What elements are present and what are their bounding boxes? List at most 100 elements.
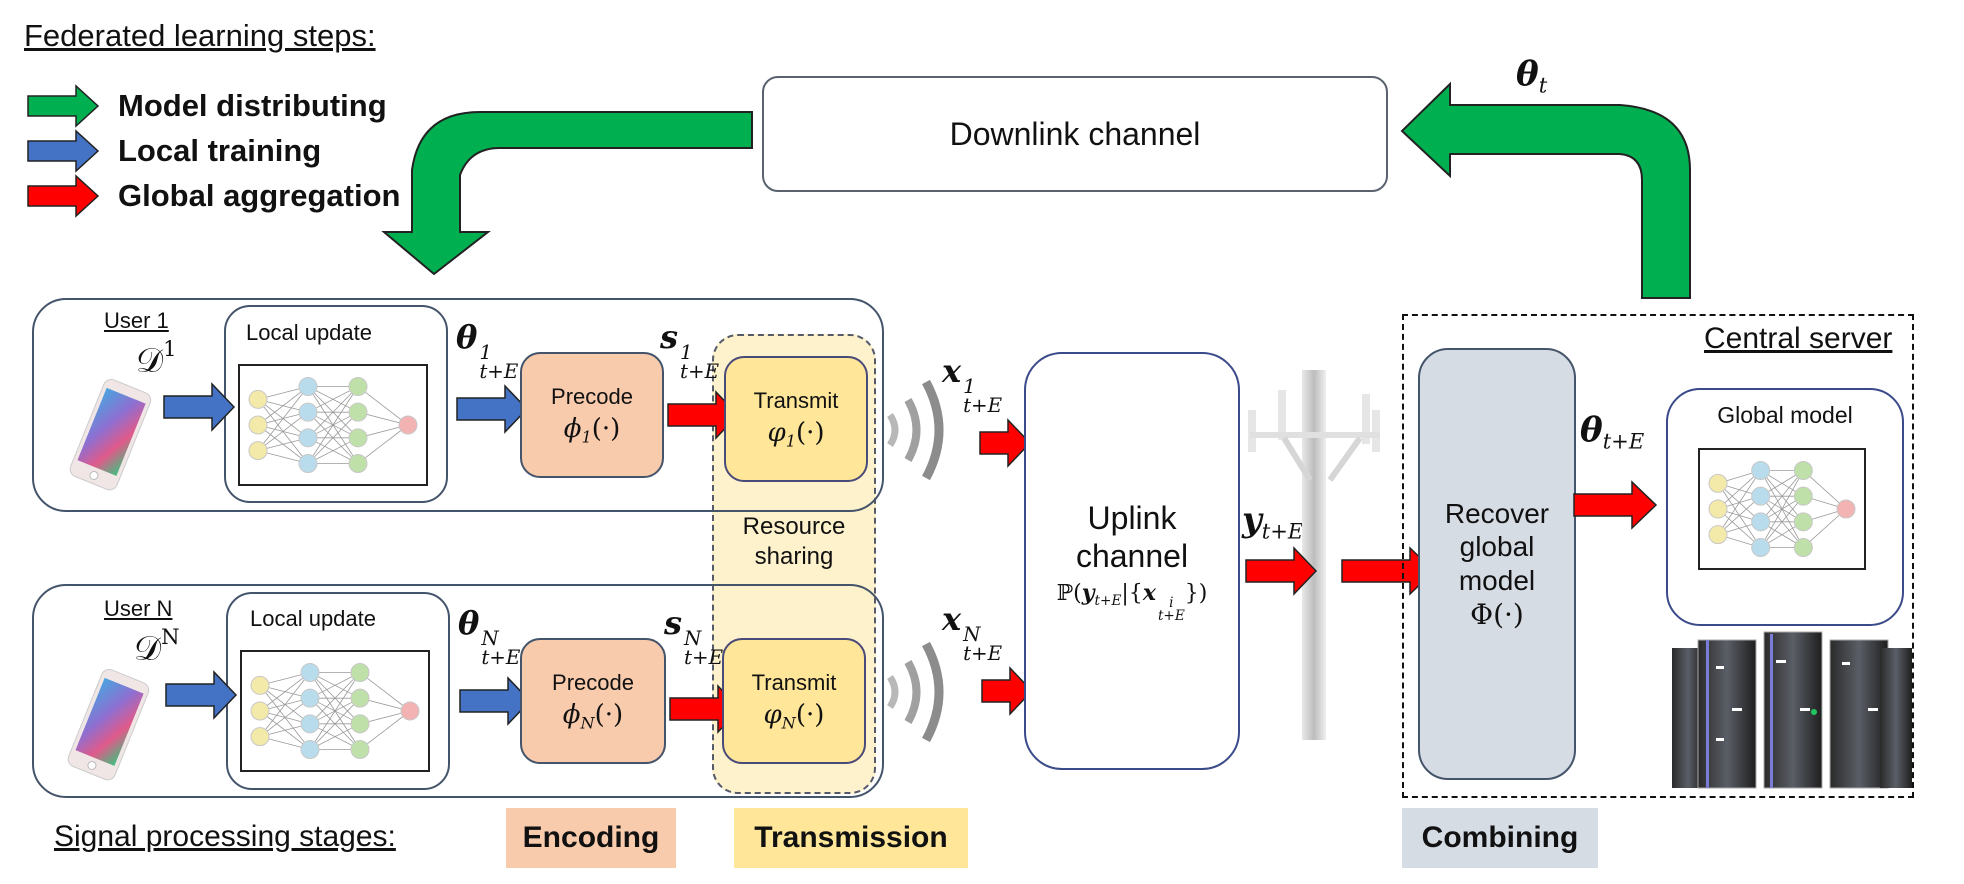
nn-node <box>1751 461 1771 481</box>
nn-edge <box>359 710 411 750</box>
precode-function: ϕ1(·) <box>563 413 621 447</box>
nn-edge <box>307 411 359 464</box>
resource-sharing-label: Resource sharing <box>742 513 846 570</box>
nn-node <box>250 701 270 721</box>
nn-node <box>1708 499 1728 519</box>
server-racks-icon <box>1672 631 1912 789</box>
nn-edge <box>357 424 409 464</box>
nn-node <box>348 453 368 473</box>
user-n-transmit-box: Transmit φN(·) <box>722 638 866 764</box>
nn-node <box>1793 461 1813 481</box>
red-arrow-to-global-model <box>1573 480 1658 530</box>
nn-node <box>1836 499 1856 519</box>
user-n-precode-box: Precode ϕN(·) <box>520 638 666 764</box>
transmit-function: φN(·) <box>763 699 825 733</box>
stages-title: Signal processing stages: <box>54 820 396 853</box>
cell-tower-icon <box>1248 370 1380 740</box>
server-theta-label: θt+E <box>1580 410 1645 454</box>
nn-node <box>300 663 320 683</box>
nn-edge <box>259 697 311 737</box>
user-1-container <box>32 298 884 512</box>
nn-node <box>248 389 268 409</box>
nn-node <box>248 415 268 435</box>
user-1-local-update-label: Local update <box>246 320 372 345</box>
nn-edge <box>309 672 361 725</box>
user-1-neural-network <box>238 364 428 486</box>
uplink-channel-label: Uplink <box>1087 499 1177 536</box>
legend-item-local-training: Local training <box>26 129 321 173</box>
wireless-signal-icon <box>886 379 944 481</box>
central-server-region <box>1402 314 1914 798</box>
nn-node <box>298 453 318 473</box>
blue-arrow-phone-to-local-update-1 <box>163 382 236 432</box>
nn-edge <box>307 386 359 464</box>
transmit-label: Transmit <box>753 387 839 413</box>
smartphone-icon <box>67 669 150 781</box>
precode-label: Precode <box>552 669 634 695</box>
nn-node <box>250 675 270 695</box>
recover-global-model-box: Recover global model Φ(·) <box>1418 348 1576 780</box>
green-arrow-icon <box>27 84 100 128</box>
user-1-dataset: 𝒟1 <box>136 336 177 381</box>
nn-node <box>250 727 270 747</box>
nn-node <box>1708 473 1728 493</box>
user-n-container <box>32 584 884 798</box>
transmit-label: Transmit <box>751 669 837 695</box>
smartphone-icon <box>69 379 152 491</box>
nn-edge <box>309 672 361 750</box>
nn-node <box>300 714 320 734</box>
user-1-precode-box: Precode ϕ1(·) <box>520 352 664 478</box>
nn-node <box>248 441 268 461</box>
nn-edge <box>259 672 311 712</box>
red-arrow-to-uplink-1 <box>979 418 1032 468</box>
blue-arrow-phone-to-local-update-n <box>165 670 238 720</box>
nn-edge <box>359 672 411 712</box>
nn-node <box>400 701 420 721</box>
nn-edge <box>1717 495 1761 535</box>
legend-item-global-aggregation: Global aggregation <box>26 174 400 218</box>
downlink-channel-box: Downlink channel <box>762 76 1388 192</box>
user-n-name: User N <box>104 596 173 621</box>
y-label: yt+E <box>1242 500 1304 544</box>
blue-arrow-to-precode-n <box>459 676 532 726</box>
nn-edge <box>257 386 309 451</box>
blue-arrow-to-precode-1 <box>456 384 529 434</box>
nn-edge <box>1760 470 1804 548</box>
nn-edge <box>1803 508 1847 548</box>
global-model-neural-network <box>1698 448 1866 570</box>
nn-node <box>348 428 368 448</box>
nn-edge <box>307 386 359 439</box>
user-n-dataset: 𝒟N <box>134 624 180 669</box>
nn-edge <box>259 672 311 737</box>
user-n-local-update-label: Local update <box>250 606 376 631</box>
nn-node <box>298 377 318 397</box>
nn-edge <box>1717 470 1761 535</box>
downlink-channel-label: Downlink channel <box>949 115 1201 152</box>
stage-transmission: Transmission <box>734 808 968 868</box>
legend-item-model-distributing: Model distributing <box>26 84 387 128</box>
nn-node <box>298 428 318 448</box>
nn-node <box>350 663 370 683</box>
nn-node <box>350 714 370 734</box>
transmit-function: φ1(·) <box>767 417 825 451</box>
nn-node <box>1751 537 1771 557</box>
red-arrow-uplink-to-tower <box>1245 546 1318 596</box>
legend-label: Global aggregation <box>118 178 401 213</box>
nn-node <box>298 402 318 422</box>
legend-title: Federated learning steps: <box>24 18 376 53</box>
nn-edge <box>357 386 409 426</box>
nn-node <box>1751 512 1771 532</box>
nn-edge <box>1803 470 1847 510</box>
user-n-neural-network <box>240 650 430 772</box>
uplink-channel-label: channel <box>1075 538 1189 575</box>
blue-arrow-icon <box>27 129 100 173</box>
nn-edge <box>1760 495 1804 548</box>
central-server-title: Central server <box>1704 322 1893 355</box>
